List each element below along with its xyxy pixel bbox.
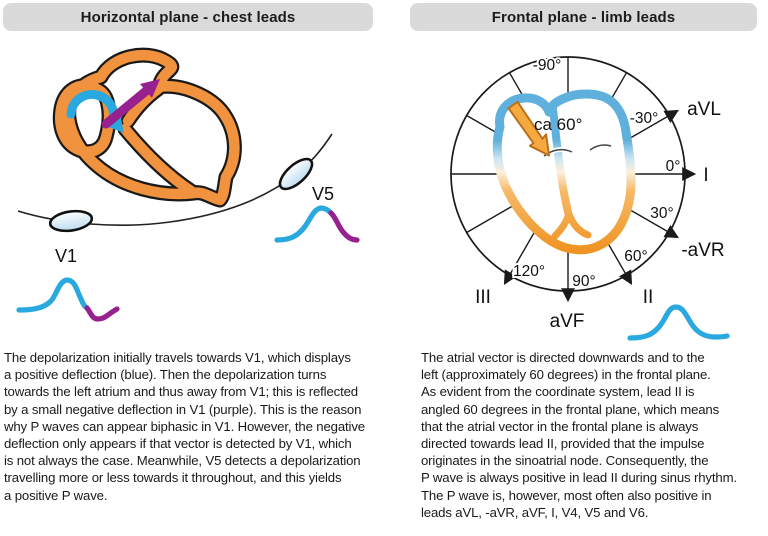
- right-panel-title: Frontal plane - limb leads: [410, 3, 757, 31]
- heart-septum: [549, 105, 573, 220]
- v1-label: V1: [55, 246, 77, 266]
- atrial-vector-arrow: [507, 100, 550, 157]
- angle-label-0: 0°: [666, 158, 681, 175]
- lead-label-avl: aVL: [687, 99, 721, 120]
- v1-electrode: [48, 209, 94, 233]
- v5-waveform-late: [328, 210, 360, 243]
- left-heart: [52, 47, 242, 208]
- v5-electrode: [278, 157, 314, 191]
- lead-label-negavr: -aVR: [681, 240, 724, 261]
- heart-septum-branch: [565, 210, 592, 239]
- depolarization-arrow-initial: [66, 90, 124, 133]
- v5-waveform: [274, 205, 360, 243]
- v1-waveform-positive: [16, 277, 90, 313]
- lead-label-iii: III: [475, 287, 491, 308]
- lead-label-i: I: [703, 165, 708, 186]
- angle-label-120: 120°: [513, 263, 545, 280]
- left-panel-caption: The depolarization initially travels tow…: [4, 350, 365, 503]
- frontal-heart: ca 60°: [492, 89, 636, 255]
- angle-label-60: 60°: [624, 248, 647, 265]
- lead-ii-waveform: [627, 304, 730, 341]
- lead-label-avf: aVF: [550, 311, 585, 332]
- angle-label-neg30: -30°: [630, 110, 659, 127]
- lead-label-ii: II: [643, 287, 654, 308]
- vector-angle-label: ca 60°: [534, 115, 582, 134]
- right-panel-caption: The atrial vector is directed downwards …: [421, 350, 737, 520]
- angle-label-30: 30°: [650, 205, 673, 222]
- v5-waveform-positive: [274, 205, 334, 243]
- angle-label-neg90: -90°: [533, 57, 562, 74]
- left-panel-title: Horizontal plane - chest leads: [3, 3, 373, 31]
- angle-label-90: 90°: [572, 273, 595, 290]
- depolarization-arrow-late: [101, 79, 160, 129]
- v1-waveform: [16, 277, 120, 322]
- v5-label: V5: [312, 184, 334, 204]
- v1-waveform-negative: [84, 305, 120, 322]
